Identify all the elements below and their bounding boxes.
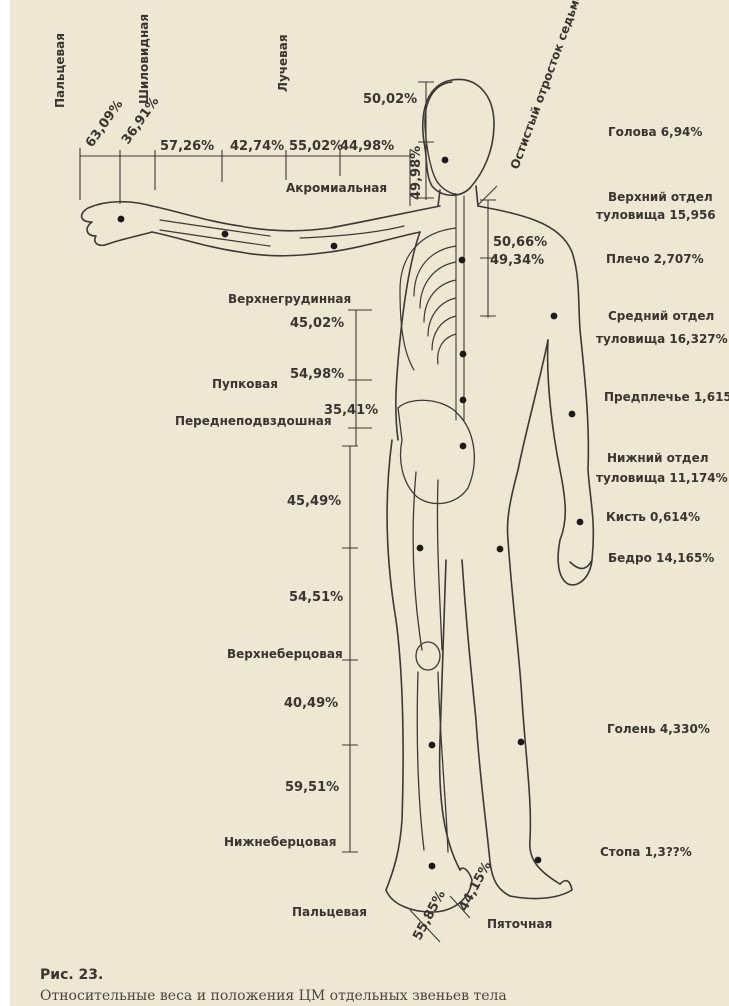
spine — [456, 196, 464, 420]
pct-arm-6: 44,98% — [340, 139, 394, 154]
knee-cap — [416, 642, 440, 670]
right-foot — [510, 881, 572, 899]
torso-left-outline — [396, 232, 420, 440]
label-foot-finger: Пальцевая — [292, 905, 367, 919]
body-percents: 45,02% 54,98% 35,41% 45,49% 54,51% 40,49… — [284, 316, 378, 795]
mass-thigh: Бедро 14,165% — [608, 551, 714, 565]
pct-foot-1: 55,85% — [410, 888, 449, 943]
caption-figure-number: Рис. 23. — [40, 967, 103, 983]
right-hand — [558, 540, 592, 585]
body-dimension-line — [348, 310, 372, 446]
com-foot-l — [429, 863, 436, 870]
left-leg-outer — [386, 440, 403, 890]
com-lower-trunk — [460, 443, 467, 450]
pct-trunk-1: 50,66% — [493, 235, 547, 250]
femur — [413, 472, 442, 650]
landmark-labels: Верхнегрудинная Пупковая Переднеподвздош… — [175, 292, 552, 931]
label-heel: Пяточная — [487, 917, 552, 931]
pct-arm-5: 55,02% — [289, 139, 343, 154]
pelvis — [398, 400, 474, 503]
pct-foot-2: 44,15% — [456, 859, 495, 914]
left-arm-upper — [240, 206, 440, 231]
com-forearm — [222, 231, 229, 238]
pct-arm-4: 42,74% — [230, 139, 284, 154]
com-mid-trunk — [460, 351, 467, 358]
left-hand — [82, 202, 152, 246]
com-head — [442, 157, 449, 164]
dimension-lines — [80, 82, 497, 942]
com-shin-l — [429, 742, 436, 749]
com-pelvis — [460, 397, 467, 404]
foot-percents: 55,85% 44,15% — [410, 859, 495, 943]
pct-body-1: 45,02% — [290, 316, 344, 331]
com-thigh-r — [497, 546, 504, 553]
com-thigh-l — [417, 545, 424, 552]
label-umbilical: Пупковая — [212, 377, 278, 391]
com-shoulder-r — [551, 313, 558, 320]
mass-mid-trunk-1: Средний отдел — [608, 309, 714, 323]
figure-caption: Рис. 23. Относительные веса и положения … — [40, 967, 507, 1004]
segment-mass-labels: Голова 6,94% Верхний отдел туловища 15,9… — [596, 125, 729, 859]
tibia — [417, 672, 448, 852]
label-spinous: Остистый отросток седьмого шейного — [508, 0, 612, 171]
torso-flank — [507, 340, 548, 540]
label-tibial-upper: Верхнеберцовая — [227, 647, 343, 661]
right-leg-inner — [462, 560, 510, 896]
com-upper-trunk — [459, 257, 466, 264]
pct-body-4: 45,49% — [287, 494, 341, 509]
label-suprasternal: Верхнегрудинная — [228, 292, 351, 306]
mass-upper-trunk-1: Верхний отдел — [608, 190, 713, 204]
mass-forearm: Предплечье 1,615% — [604, 390, 729, 404]
label-acromial: Акромиальная — [286, 181, 387, 195]
pct-arm-1: 63,09% — [83, 97, 126, 150]
com-hand-r — [577, 519, 584, 526]
label-styloid: Шиловидная — [137, 14, 151, 104]
mass-lower-trunk-2: туловища 11,174% — [596, 471, 728, 485]
caption-text: Относительные веса и положения ЦМ отдель… — [40, 988, 507, 1004]
mass-shin: Голень 4,330% — [607, 722, 710, 736]
arm-percents: 63,09% 36,91% 57,26% 42,74% 55,02% 44,98… — [83, 94, 394, 154]
humerus — [300, 226, 404, 238]
left-leg-inner — [440, 560, 460, 870]
com-shin-r — [518, 739, 525, 746]
pct-body-6: 40,49% — [284, 696, 338, 711]
mass-upper-trunk-2: туловища 15,956 — [596, 208, 716, 222]
label-radial: Лучевая — [276, 34, 290, 92]
right-arm-inner — [548, 340, 566, 540]
forearm-outline — [152, 206, 240, 252]
head-outline — [423, 79, 494, 195]
pct-body-2: 54,98% — [290, 367, 344, 382]
mass-mid-trunk-2: туловища 16,327% — [596, 332, 728, 346]
pct-body-3: 35,41% — [324, 403, 378, 418]
pct-head-2: 49,98% — [409, 146, 424, 200]
com-hand — [118, 216, 125, 223]
pct-head-1: 50,02% — [363, 92, 417, 107]
top-labels: Пальцевая Шиловидная Лучевая Остистый от… — [53, 0, 612, 195]
pct-trunk-2: 49,34% — [490, 253, 544, 268]
pct-body-7: 59,51% — [285, 780, 339, 795]
label-tibial-lower: Нижнеберцовая — [224, 835, 336, 849]
mass-lower-trunk-1: Нижний отдел — [607, 451, 709, 465]
com-upper-arm — [331, 243, 338, 250]
pct-body-5: 54,51% — [289, 590, 343, 605]
mass-hand: Кисть 0,614% — [606, 510, 700, 524]
ribcage — [400, 228, 456, 370]
trunk-percents: 50,66% 49,34% — [490, 235, 547, 268]
right-leg-outer — [508, 540, 560, 884]
label-finger-top: Пальцевая — [53, 33, 67, 108]
mass-foot: Стопа 1,3??% — [600, 845, 692, 859]
pct-arm-3: 57,26% — [160, 139, 214, 154]
mass-head: Голова 6,94% — [608, 125, 702, 139]
mass-shoulder: Плечо 2,707% — [606, 252, 704, 266]
com-forearm-r — [569, 411, 576, 418]
forearm-bones — [160, 220, 270, 246]
label-iliac: Переднеподвздошная — [175, 414, 332, 428]
com-foot-r — [535, 857, 542, 864]
